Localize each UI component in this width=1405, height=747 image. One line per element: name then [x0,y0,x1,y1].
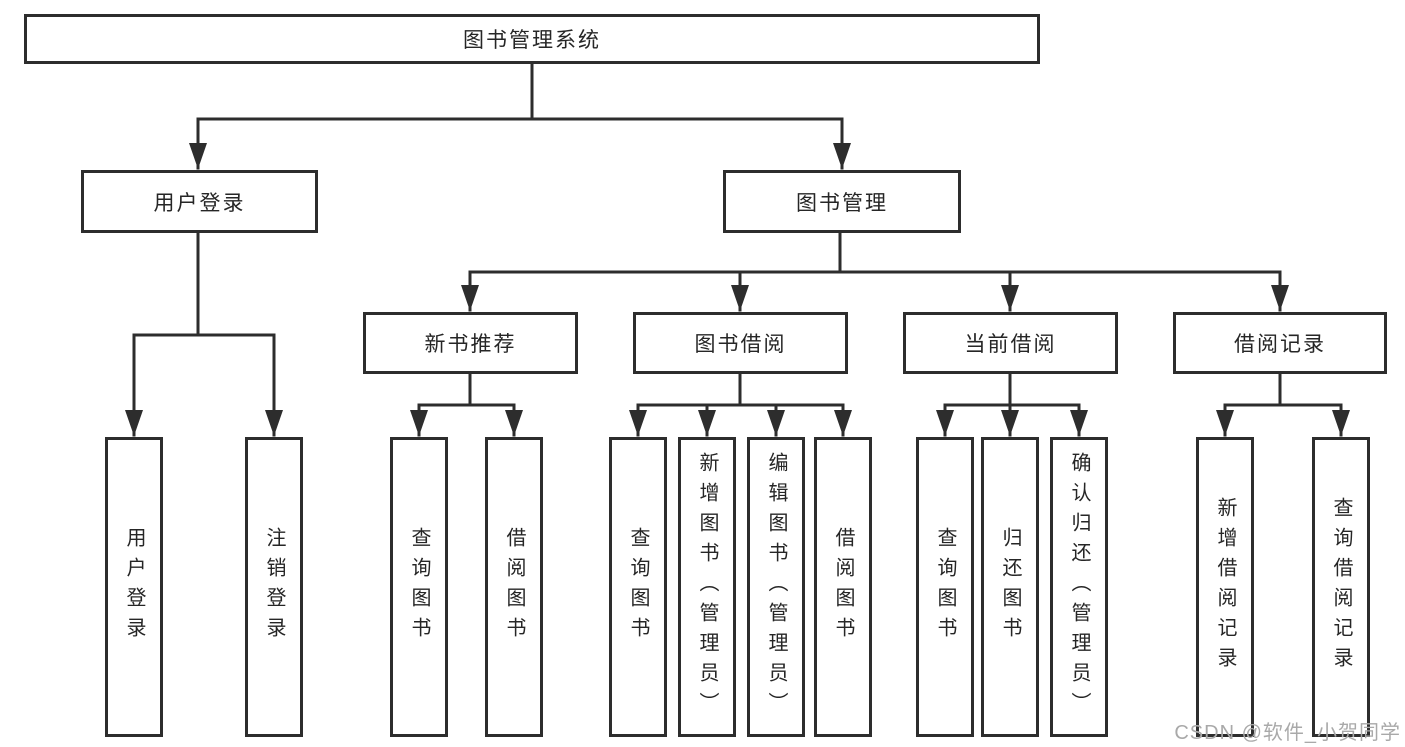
node-book-management-label: 图书管理 [796,191,888,215]
node-user-login-label: 用户登录 [153,191,246,215]
node-current-borrow-label: 当前借阅 [964,333,1057,356]
node-book-borrow-label: 图书借阅 [694,333,787,356]
leaf-user-login: 用户登录 [105,437,163,737]
leaf-borrow-books: 借阅图书 [814,437,872,737]
leaf-recommend-borrow-books: 借阅图书 [485,437,543,737]
node-user-login: 用户登录 [81,170,318,233]
node-borrow-records-label: 借阅记录 [1234,333,1326,356]
leaf-confirm-return-admin: 确认归还（管理员） [1050,437,1108,737]
node-library-system: 图书管理系统 [24,14,1040,64]
leaf-add-books-admin: 新增图书（管理员） [678,437,736,737]
node-book-management: 图书管理 [723,170,961,233]
leaf-recommend-borrow-books-label: 借阅图书 [503,527,525,647]
leaf-logout: 注销登录 [245,437,303,737]
node-borrow-records: 借阅记录 [1173,312,1387,374]
node-current-borrow: 当前借阅 [903,312,1118,374]
leaf-borrow-query-books: 查询图书 [609,437,667,737]
leaf-query-borrow-record: 查询借阅记录 [1312,437,1370,737]
leaf-add-books-admin-label: 新增图书（管理员） [696,452,718,722]
leaf-borrow-query-books-label: 查询图书 [627,527,649,647]
node-book-borrow: 图书借阅 [633,312,848,374]
leaf-add-borrow-record-label: 新增借阅记录 [1214,497,1236,677]
leaf-return-books-label: 归还图书 [999,527,1021,647]
leaf-return-books: 归还图书 [981,437,1039,737]
leaf-logout-label: 注销登录 [263,527,285,647]
leaf-recommend-query-books-label: 查询图书 [408,527,430,647]
node-new-book-recommend-label: 新书推荐 [424,333,517,356]
leaf-borrow-books-label: 借阅图书 [832,527,854,647]
node-library-system-label: 图书管理系统 [463,29,601,52]
leaf-confirm-return-admin-label: 确认归还（管理员） [1068,452,1090,722]
node-new-book-recommend: 新书推荐 [363,312,578,374]
leaf-current-query-books: 查询图书 [916,437,974,737]
leaf-recommend-query-books: 查询图书 [390,437,448,737]
leaf-user-login-label: 用户登录 [123,527,145,647]
leaf-edit-books-admin-label: 编辑图书（管理员） [765,452,787,722]
leaf-add-borrow-record: 新增借阅记录 [1196,437,1254,737]
leaf-query-borrow-record-label: 查询借阅记录 [1330,497,1352,677]
leaf-current-query-books-label: 查询图书 [934,527,956,647]
leaf-edit-books-admin: 编辑图书（管理员） [747,437,805,737]
csdn-watermark: CSDN @软件_小贺同学 [1174,722,1401,744]
